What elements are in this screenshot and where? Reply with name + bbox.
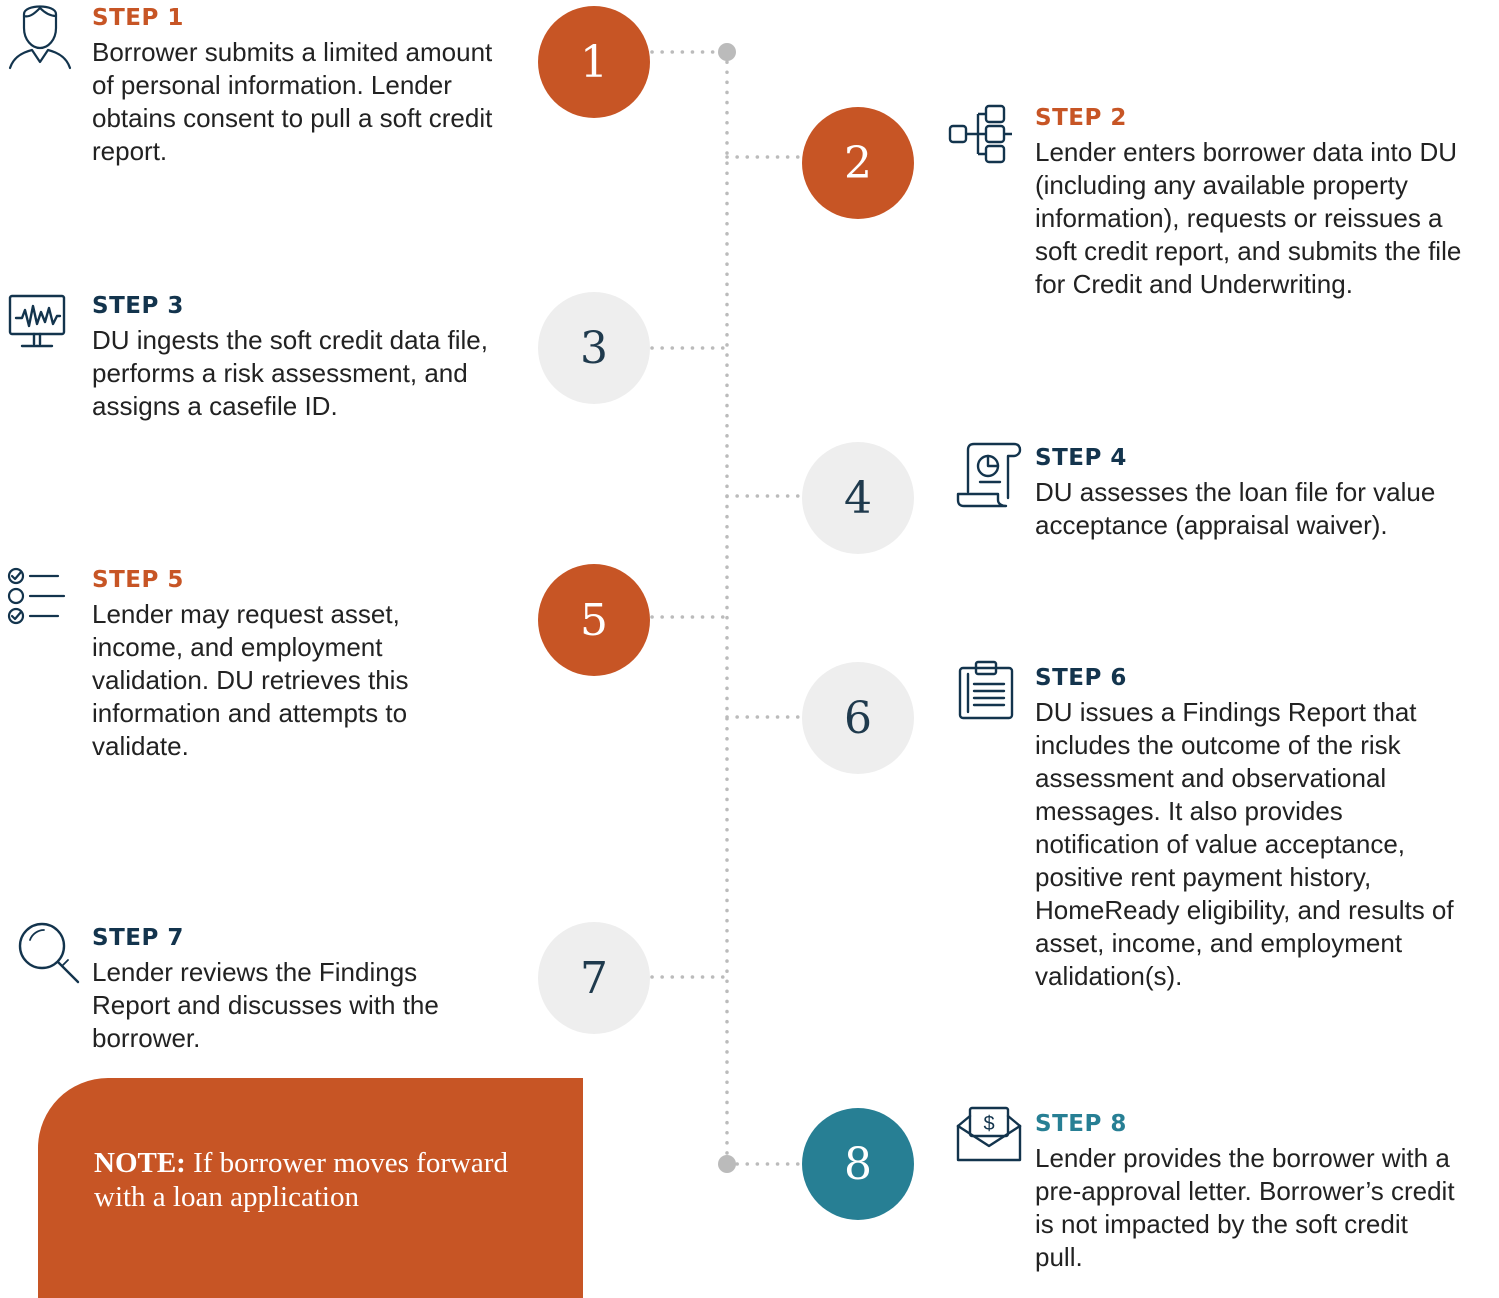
step-1-title: STEP 1	[92, 5, 184, 31]
step-1-number-circle: 1	[538, 6, 650, 118]
step-1: STEP 1 Borrower submits a limited amount…	[92, 4, 512, 168]
note-body: If borrower moves forward with a loan ap…	[94, 1147, 508, 1213]
step-7-text: Lender reviews the Findings Report and d…	[92, 957, 439, 1053]
step-5-text: Lender may request asset, income, and em…	[92, 599, 409, 761]
step-2-number-circle: 2	[802, 107, 914, 219]
dollar-sign: $	[983, 1113, 994, 1135]
step-6: STEP 6 DU issues a Findings Report that …	[1035, 664, 1465, 993]
step-5: STEP 5 Lender may request asset, income,…	[92, 566, 432, 763]
person-icon	[8, 5, 72, 70]
timeline-end-dot	[718, 1155, 736, 1173]
step-4-title: STEP 4	[1035, 445, 1127, 471]
step-6-number: 6	[844, 692, 872, 744]
note-text-block: NOTE: If borrower moves forward with a l…	[94, 1146, 564, 1214]
step-8-text: Lender provides the borrower with a pre-…	[1035, 1143, 1455, 1272]
note-label: NOTE:	[94, 1147, 186, 1179]
step-7-title: STEP 7	[92, 925, 184, 951]
magnifier-icon	[18, 922, 80, 984]
step-2-title: STEP 2	[1035, 105, 1127, 131]
clipboard-icon	[958, 660, 1014, 720]
step-5-title: STEP 5	[92, 567, 184, 593]
flowchart-icon	[948, 104, 1012, 164]
monitor-icon	[8, 294, 66, 348]
step-7-number: 7	[580, 952, 608, 1004]
step-3: STEP 3 DU ingests the soft credit data f…	[92, 292, 512, 423]
step-3-title: STEP 3	[92, 293, 184, 319]
step-6-title: STEP 6	[1035, 665, 1127, 691]
step-3-number: 3	[580, 322, 608, 374]
step-5-number-circle: 5	[538, 564, 650, 676]
envelope-dollar-icon: $	[956, 1106, 1022, 1162]
step-5-number: 5	[580, 594, 608, 646]
timeline-start-dot	[718, 43, 736, 61]
step-2-number: 2	[844, 137, 872, 189]
step-4-number-circle: 4	[802, 442, 914, 554]
step-6-number-circle: 6	[802, 662, 914, 774]
step-3-number-circle: 3	[538, 292, 650, 404]
step-4-text: DU assesses the loan file for value acce…	[1035, 477, 1436, 540]
step-6-text: DU issues a Findings Report that include…	[1035, 697, 1454, 991]
step-4-number: 4	[844, 472, 872, 524]
step-7: STEP 7 Lender reviews the Findings Repor…	[92, 924, 442, 1055]
step-4: STEP 4 DU assesses the loan file for val…	[1035, 444, 1475, 542]
step-3-text: DU ingests the soft credit data file, pe…	[92, 325, 488, 421]
step-1-number: 1	[580, 36, 608, 88]
step-8: STEP 8 Lender provides the borrower with…	[1035, 1110, 1455, 1274]
step-8-title: STEP 8	[1035, 1111, 1127, 1137]
step-2-text: Lender enters borrower data into DU (inc…	[1035, 137, 1462, 299]
checklist-icon	[7, 567, 66, 625]
step-7-number-circle: 7	[538, 922, 650, 1034]
step-8-number-circle: 8	[802, 1108, 914, 1220]
step-1-text: Borrower submits a limited amount of per…	[92, 37, 493, 166]
step-8-number: 8	[844, 1138, 872, 1190]
note-box: NOTE: If borrower moves forward with a l…	[38, 1078, 583, 1298]
step-2: STEP 2 Lender enters borrower data into …	[1035, 104, 1490, 301]
document-chart-icon	[956, 442, 1022, 508]
